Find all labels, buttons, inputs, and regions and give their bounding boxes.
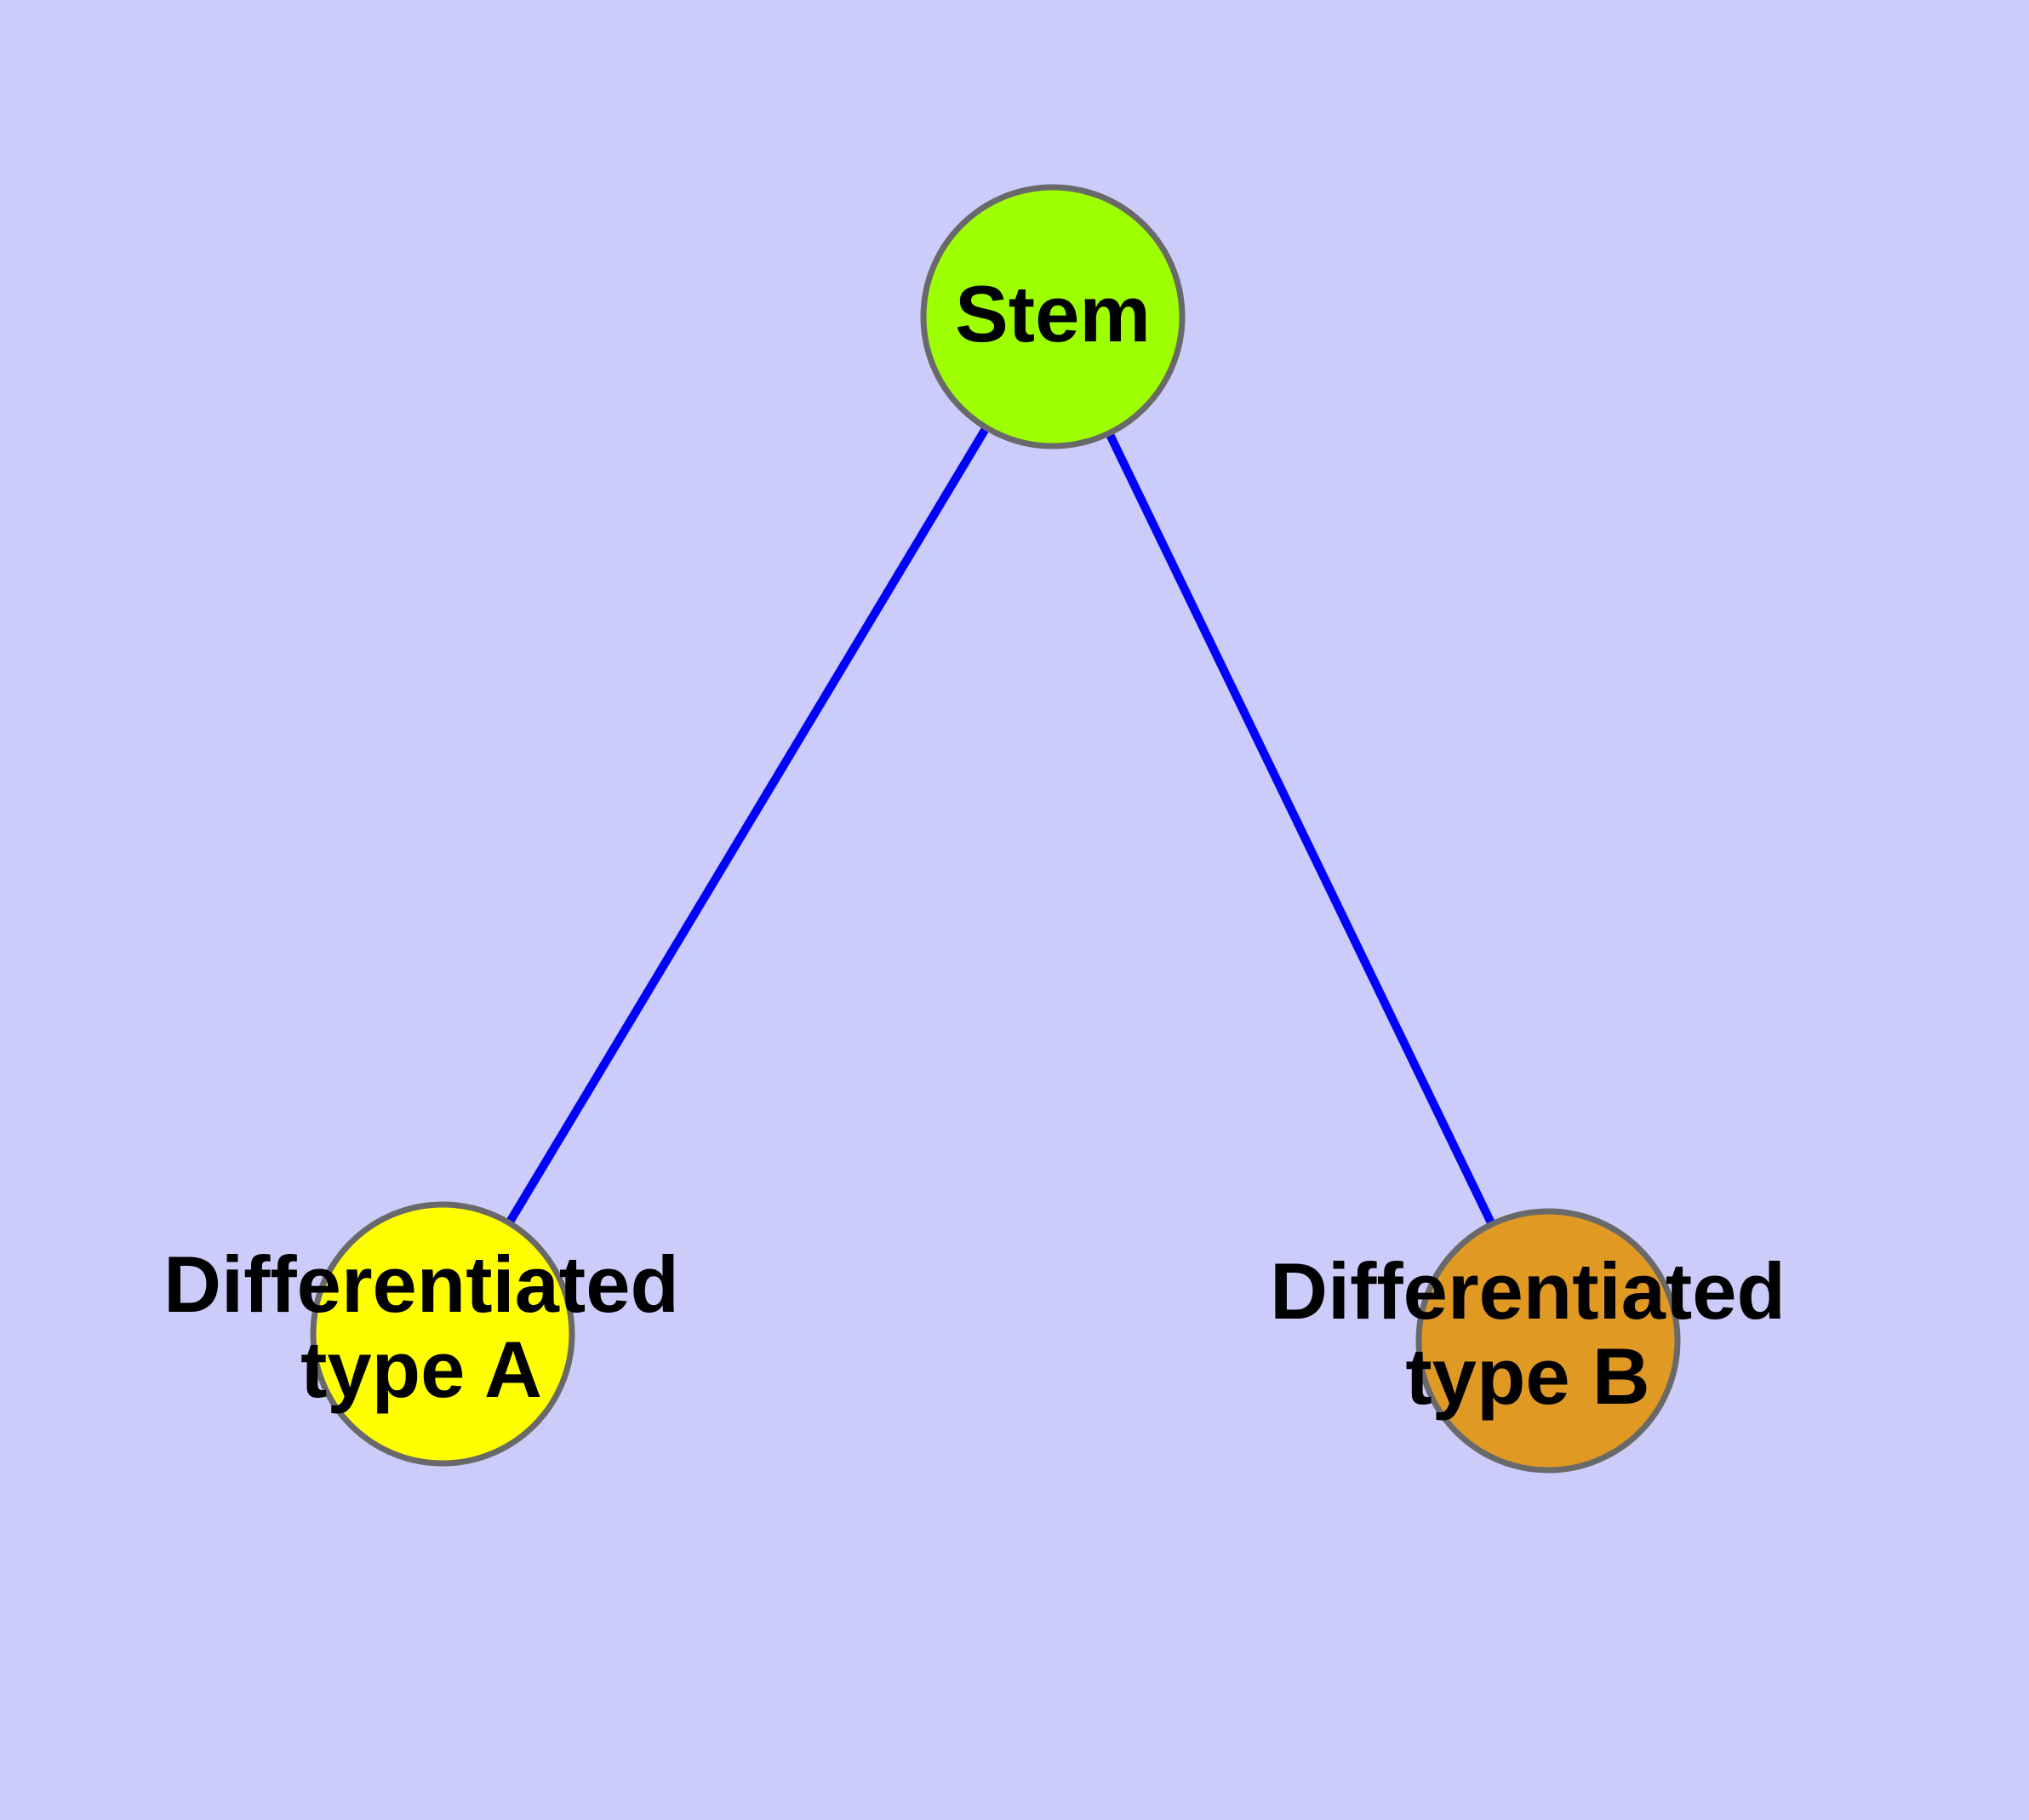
edges-layer (438, 314, 1552, 1343)
node-label-line: type A (300, 1325, 542, 1414)
node-label-line: Differentiated (163, 1239, 679, 1329)
node-diff-a[interactable] (310, 1201, 575, 1467)
edge-stem-to-diff-a[interactable] (438, 314, 1057, 1336)
node-label-line: Stem (955, 269, 1151, 358)
node-label-line: Differentiated (1270, 1246, 1786, 1336)
node-stem[interactable] (920, 184, 1186, 449)
nodes-layer (310, 184, 1681, 1474)
edge-stem-to-diff-b[interactable] (1049, 314, 1552, 1343)
node-diff-b[interactable] (1415, 1208, 1681, 1474)
node-label-stem: Stem (955, 269, 1151, 358)
node-label-line: type B (1405, 1331, 1649, 1421)
